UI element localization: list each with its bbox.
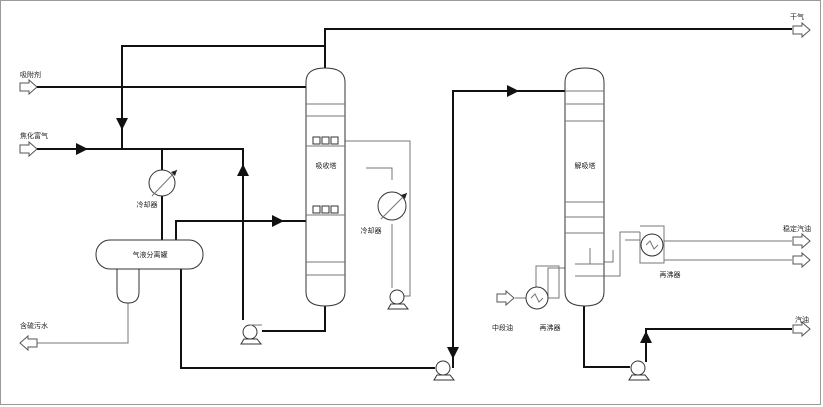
cooler-1: 冷却器 <box>137 169 178 209</box>
stable-gasoline-label: 稳定汽油 <box>783 224 811 233</box>
separator-drum: 气液分离罐 <box>95 239 204 304</box>
reboiler-1: 再沸器 <box>525 286 561 332</box>
rich-gas-label: 焦化富气 <box>20 131 48 140</box>
port-mid-oil-inlet <box>496 289 515 307</box>
port-stable-gasoline-outlet <box>792 232 811 269</box>
gasoline-label: 汽油 <box>795 315 809 324</box>
absorber-label: 吸收塔 <box>316 161 337 170</box>
pump-4 <box>628 360 651 381</box>
port-absorbent-inlet <box>19 78 38 96</box>
cooler-2-label: 冷却器 <box>361 226 382 235</box>
pump-3 <box>433 360 456 381</box>
thin-lines <box>37 140 792 344</box>
port-dry-gas-outlet <box>792 21 811 39</box>
pump-2 <box>387 289 410 310</box>
reboiler-2-label: 再沸器 <box>660 270 681 279</box>
absorbent-label: 吸附剂 <box>20 70 41 79</box>
desorber-label: 解吸塔 <box>575 161 596 170</box>
reboiler-1-label: 再沸器 <box>540 323 561 332</box>
separator-label: 气液分离罐 <box>133 250 168 259</box>
mid-oil-label: 中段油 <box>492 323 513 332</box>
cooler-1-label: 冷却器 <box>137 200 158 209</box>
dry-gas-label: 干气 <box>790 12 804 21</box>
pump-1 <box>240 324 263 345</box>
absorber-tower: 吸收塔 <box>305 67 346 307</box>
sour-water-label: 含硫污水 <box>20 321 48 330</box>
port-rich-gas-inlet <box>19 140 38 158</box>
port-gasoline-outlet <box>792 320 811 338</box>
process-lines <box>37 28 792 369</box>
cooler-2: 冷却器 <box>361 191 408 235</box>
port-sour-water-outlet <box>19 334 38 352</box>
desorber-tower: 解吸塔 <box>564 67 605 307</box>
reboiler-2: 再沸器 <box>640 233 681 279</box>
